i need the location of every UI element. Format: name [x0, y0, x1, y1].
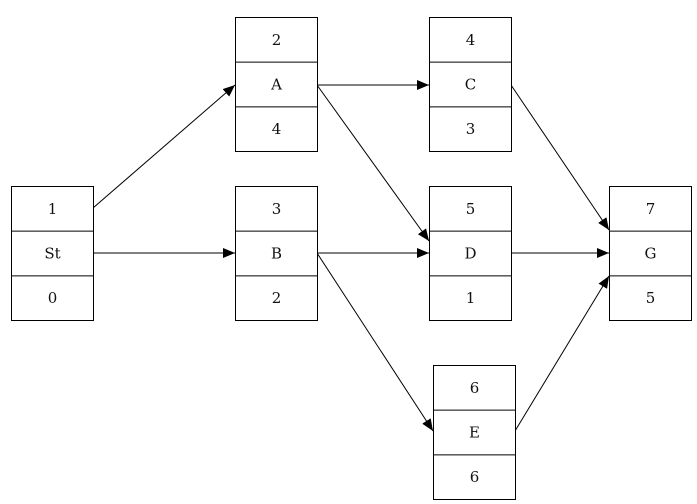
- node-name-label: E: [469, 424, 480, 442]
- node-box: [235, 186, 318, 321]
- edge-arrow-e-to-g: [514, 275, 610, 432]
- node-name-label: D: [464, 245, 476, 263]
- node-name-label: B: [271, 245, 282, 263]
- edge-arrow-a-to-d: [316, 84, 430, 242]
- node-box: [433, 365, 516, 500]
- node-g: 7G 5: [609, 186, 692, 321]
- node-top-value: 3: [272, 200, 282, 218]
- node-name-label: A: [270, 76, 282, 94]
- node-top-value: 2: [272, 31, 282, 49]
- node-box: [429, 17, 512, 152]
- node-box: [11, 186, 94, 321]
- node-top-value: 4: [466, 31, 476, 49]
- node-b: 3B 2: [235, 186, 318, 321]
- node-bottom-value: 5: [646, 289, 656, 307]
- node-bottom-value: 2: [272, 289, 282, 307]
- node-name-label: G: [645, 245, 657, 263]
- node-a: 2A 4: [235, 17, 318, 152]
- node-box: [235, 17, 318, 152]
- node-d: 5D 1: [429, 186, 512, 321]
- node-e: 6E6: [433, 365, 516, 500]
- node-c: 4C 3: [429, 17, 512, 152]
- node-top-value: 7: [646, 200, 656, 218]
- node-name-label: St: [44, 245, 60, 263]
- node-bottom-value: 3: [466, 120, 476, 138]
- node-top-value: 1: [48, 200, 58, 218]
- node-st: 1St 0: [11, 186, 94, 321]
- node-top-value: 6: [470, 379, 480, 397]
- edge-arrow-st-to-a: [92, 84, 236, 209]
- node-name-label: C: [465, 76, 476, 94]
- node-box: [609, 186, 692, 321]
- node-bottom-value: 4: [272, 120, 282, 138]
- node-top-value: 5: [466, 200, 476, 218]
- edge-arrow-c-to-g: [510, 84, 610, 231]
- node-bottom-value: 1: [466, 289, 476, 307]
- edge-arrow-b-to-e: [316, 252, 434, 432]
- node-box: [429, 186, 512, 321]
- node-bottom-value: 6: [470, 468, 480, 486]
- edges-layer: [92, 80, 610, 432]
- node-bottom-value: 0: [48, 289, 58, 307]
